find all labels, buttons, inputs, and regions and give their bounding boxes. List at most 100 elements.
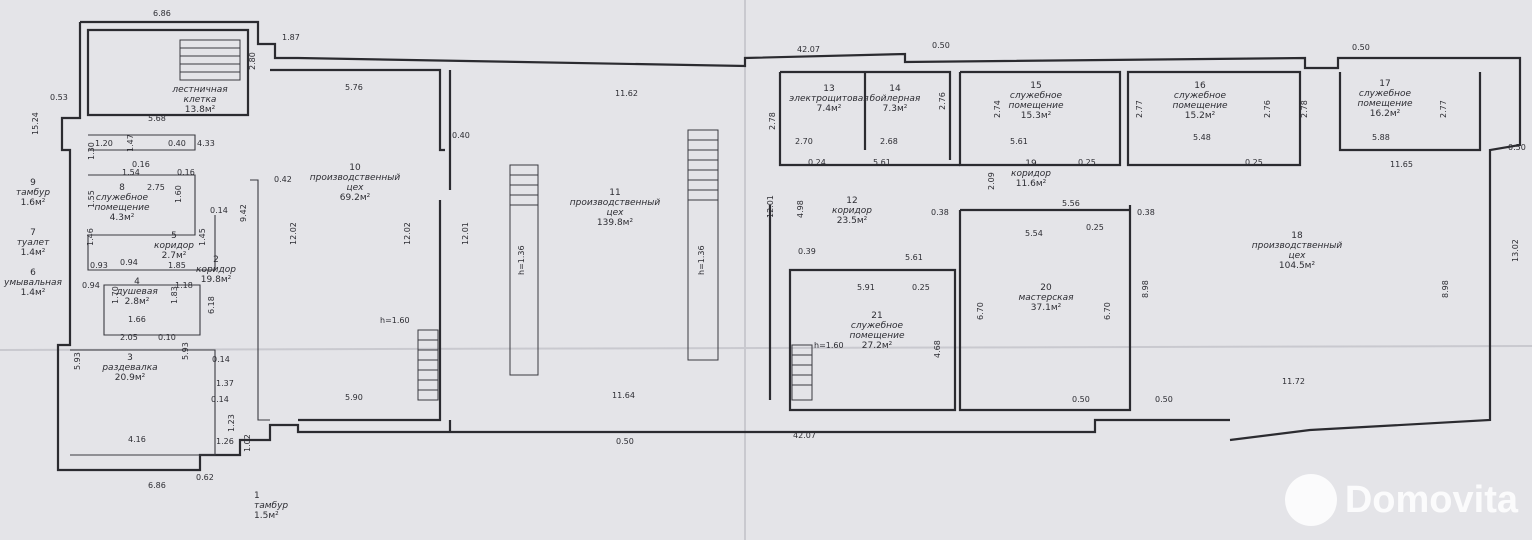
room-number: 14 bbox=[889, 84, 901, 94]
room-name: коридор bbox=[832, 206, 872, 216]
room-name: цех bbox=[607, 208, 625, 218]
dimension-label: 2.09 bbox=[987, 172, 996, 190]
room-number: 6 bbox=[30, 268, 36, 278]
dimension-label: 8.98 bbox=[1441, 280, 1450, 298]
room-name: тамбур bbox=[16, 188, 50, 198]
room-area: 37.1м² bbox=[1031, 303, 1062, 313]
room-name: туалет bbox=[17, 238, 50, 248]
dimension-label: 0.16 bbox=[132, 160, 150, 169]
dimension-label: 5.61 bbox=[873, 158, 891, 167]
dimension-label: 0.14 bbox=[211, 395, 229, 404]
dimension-label: 12.01 bbox=[461, 222, 470, 245]
room-name: цех bbox=[1289, 251, 1307, 261]
dimension-label: h=1.60 bbox=[814, 341, 844, 350]
room-area: 27.2м² bbox=[862, 341, 893, 351]
room-number: 21 bbox=[871, 311, 882, 321]
room-area: 1.5м² bbox=[254, 511, 279, 521]
dimension-label: 4.98 bbox=[796, 200, 805, 218]
dimension-label: 0.50 bbox=[932, 41, 950, 50]
room-number: 3 bbox=[127, 353, 133, 363]
dimension-label: 11.62 bbox=[615, 89, 638, 98]
dimension-label: 2.05 bbox=[120, 333, 138, 342]
room-number: 12 bbox=[846, 196, 857, 206]
dimension-label: 0.50 bbox=[616, 437, 634, 446]
dimension-label: 2.76 bbox=[1263, 100, 1272, 118]
room-name: производственный bbox=[570, 198, 661, 208]
room-name: коридор bbox=[196, 265, 236, 275]
dimension-label: h=1.36 bbox=[697, 245, 706, 275]
room-name: мастерская bbox=[1018, 293, 1074, 303]
room-area: 16.2м² bbox=[1370, 109, 1401, 119]
room-number: 17 bbox=[1379, 79, 1390, 89]
room-area: 1.4м² bbox=[21, 288, 46, 298]
dimension-label: 5.48 bbox=[1193, 133, 1211, 142]
room-name: бойлерная bbox=[870, 94, 921, 104]
room-name: помещение bbox=[94, 203, 149, 213]
room-number: 10 bbox=[349, 163, 361, 173]
dimension-label: 2.77 bbox=[1135, 100, 1144, 118]
room-area: 11.6м² bbox=[1016, 179, 1047, 189]
room-number: 19 bbox=[1025, 159, 1037, 169]
room-name: производственный bbox=[310, 173, 401, 183]
room-area: 7.4м² bbox=[817, 104, 842, 114]
room-name: помещение bbox=[849, 331, 904, 341]
room-area: 19.8м² bbox=[201, 275, 232, 285]
staircase bbox=[179, 39, 241, 81]
room-name: клетка bbox=[184, 95, 217, 105]
dimension-label: 0.50 bbox=[1352, 43, 1370, 52]
dimension-label: 5.90 bbox=[345, 393, 363, 402]
room-name: служебное bbox=[96, 193, 149, 203]
dimension-label: 5.93 bbox=[73, 352, 82, 370]
dimension-label: 9.42 bbox=[239, 204, 248, 222]
crane-rail bbox=[509, 164, 539, 376]
room-number: 20 bbox=[1040, 283, 1052, 293]
room-name: тамбур bbox=[254, 501, 288, 511]
room-area: 1.6м² bbox=[21, 198, 46, 208]
dimension-label: 4.16 bbox=[128, 435, 146, 444]
room-number: 5 bbox=[171, 231, 177, 241]
dimension-label: 1.02 bbox=[243, 434, 252, 452]
dimension-label: 11.72 bbox=[1282, 377, 1305, 386]
dimension-label: 4.33 bbox=[197, 139, 215, 148]
watermark-text: Domovita bbox=[1344, 478, 1518, 521]
room-area: 13.8м² bbox=[185, 105, 216, 115]
dimension-label: 2.80 bbox=[248, 52, 257, 70]
room-number: 2 bbox=[213, 255, 219, 265]
dimension-label: 6.70 bbox=[1103, 302, 1112, 320]
dimension-label: 13.02 bbox=[1511, 239, 1520, 262]
dimension-label: 0.94 bbox=[120, 258, 138, 267]
dimension-label: 1.55 bbox=[87, 190, 96, 208]
dimension-label: 0.16 bbox=[177, 168, 195, 177]
dimension-label: 5.56 bbox=[1062, 199, 1080, 208]
room-name: помещение bbox=[1357, 99, 1412, 109]
room-area: 1.4м² bbox=[21, 248, 46, 258]
dimension-label: 0.25 bbox=[912, 283, 930, 292]
room-number: 8 bbox=[119, 183, 125, 193]
room-name: умывальная bbox=[3, 278, 62, 288]
dimension-label: 4.68 bbox=[933, 340, 942, 358]
dimension-label: 42.07 bbox=[793, 431, 816, 440]
room-name: служебное bbox=[1010, 91, 1063, 101]
dimension-label: 0.93 bbox=[90, 261, 108, 270]
room-name: душевая bbox=[115, 287, 158, 297]
domovita-logo-icon bbox=[1284, 474, 1337, 526]
dimension-label: 12.01 bbox=[766, 195, 775, 218]
dimension-label: 1.45 bbox=[198, 228, 207, 246]
dimension-label: 5.93 bbox=[181, 342, 190, 360]
staircase bbox=[791, 344, 813, 401]
room-area: 69.2м² bbox=[340, 193, 371, 203]
room-name: коридор bbox=[154, 241, 194, 251]
dimension-label: 6.18 bbox=[207, 296, 216, 314]
dimension-label: 2.75 bbox=[147, 183, 165, 192]
room-name: помещение bbox=[1172, 101, 1227, 111]
room-name: служебное bbox=[1174, 91, 1227, 101]
